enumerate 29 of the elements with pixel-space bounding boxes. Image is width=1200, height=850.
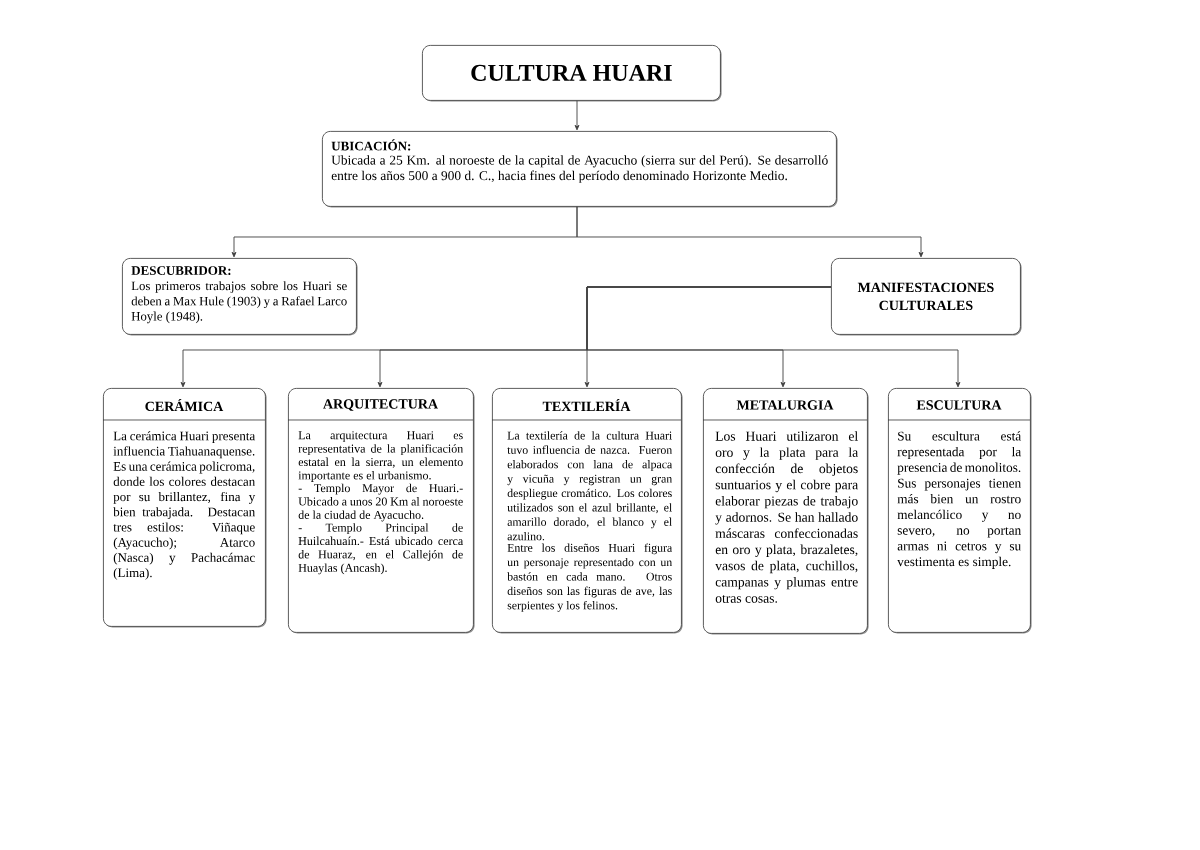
connector-arrow <box>586 286 961 388</box>
card-heading: METALURGIA <box>736 400 834 410</box>
box-text: Ubicada a 25 Km. al noroeste de la capital de Ayacucho (sierra sur del Perú). Se desarrolló entre los años 500 a 900 d. C., hacia fines del período denominado Horizonte Medio. <box>331 155 828 183</box>
box-text: Los primeros trabajos sobre los Huari se deben a Max Hule (1903) y a Rafael Larco Hoyle (1948). <box>131 281 347 324</box>
card-text: - Templo Principal de Huilcahuaín.- Está ubicado cerca de Huaraz, en el Callejón de Huaylas (Ancash). <box>298 523 464 575</box>
category-box: MANIFESTACIONES CULTURALES <box>831 258 1022 336</box>
topic-card <box>287 388 475 634</box>
card-text: Los Huari utilizaron el oro y la plata para la confección de objetos suntuarios y el cobre para elaborar piezas de trabajo y adornos. Se han hallado máscaras confeccionadas en oro y plata, brazaletes, vasos de plata, cuchillos, campanas y plumas entre otras cosas. <box>715 431 859 603</box>
location-box <box>322 131 838 208</box>
connector-arrow <box>576 206 924 258</box>
card-text: La cerámica Huari presenta influencia Tiahuanaquense. Es una cerámica policroma, donde los colores destacan por su brillantez, fina y bien trabajada. Destacan tres estilos: Viñaque (Ayacucho); Atarco (Nasca) y Pachacámac (Lima). <box>113 431 256 580</box>
box-heading: UBICACIÓN: <box>331 139 411 151</box>
card-heading: TEXTILERÍA <box>542 399 631 411</box>
title-box: CULTURA HUARI <box>422 45 722 102</box>
card-heading: ARQUITECTURA <box>323 399 438 411</box>
card-heading: ESCULTURA <box>916 400 1002 410</box>
topic-card <box>102 388 267 628</box>
discoverer-box <box>122 258 358 336</box>
card-heading: CERÁMICA <box>145 398 224 412</box>
box-heading: DESCUBRIDOR: <box>131 266 231 275</box>
card-text: La arquitectura Huari es representativa de la planificación estatal en la sierra, un elemento importante es el urbanismo. <box>298 431 464 482</box>
topic-card <box>491 388 683 634</box>
connector-arrow <box>574 100 580 131</box>
topic-card <box>702 388 869 635</box>
card-text: Entre los diseños Huari figura un personaje representado con un bastón en cada mano. Otros diseños son las figuras de ave, las serpientes y los felinos. <box>507 543 673 612</box>
card-text: La textilería de la cultura Huari tuvo influencia de nazca. Fueron elaborados con lana de alpaca y vicuña y registran un gran despliegue cromático. Los colores utilizados son el azul brillante, el amarillo dorado, el blanco y el azulino. <box>507 431 673 541</box>
card-text: Su escultura está representada por la presencia de monolitos. Sus personajes tienen más bien un rostro melancólico y no severo, no portan armas ni cetros y su vestimenta es simple. <box>897 431 1022 569</box>
card-text: - Templo Mayor de Huari.- Ubicado a unos 20 Km al noroeste de la ciudad de Ayacucho. <box>298 483 463 522</box>
topic-card <box>887 388 1032 634</box>
